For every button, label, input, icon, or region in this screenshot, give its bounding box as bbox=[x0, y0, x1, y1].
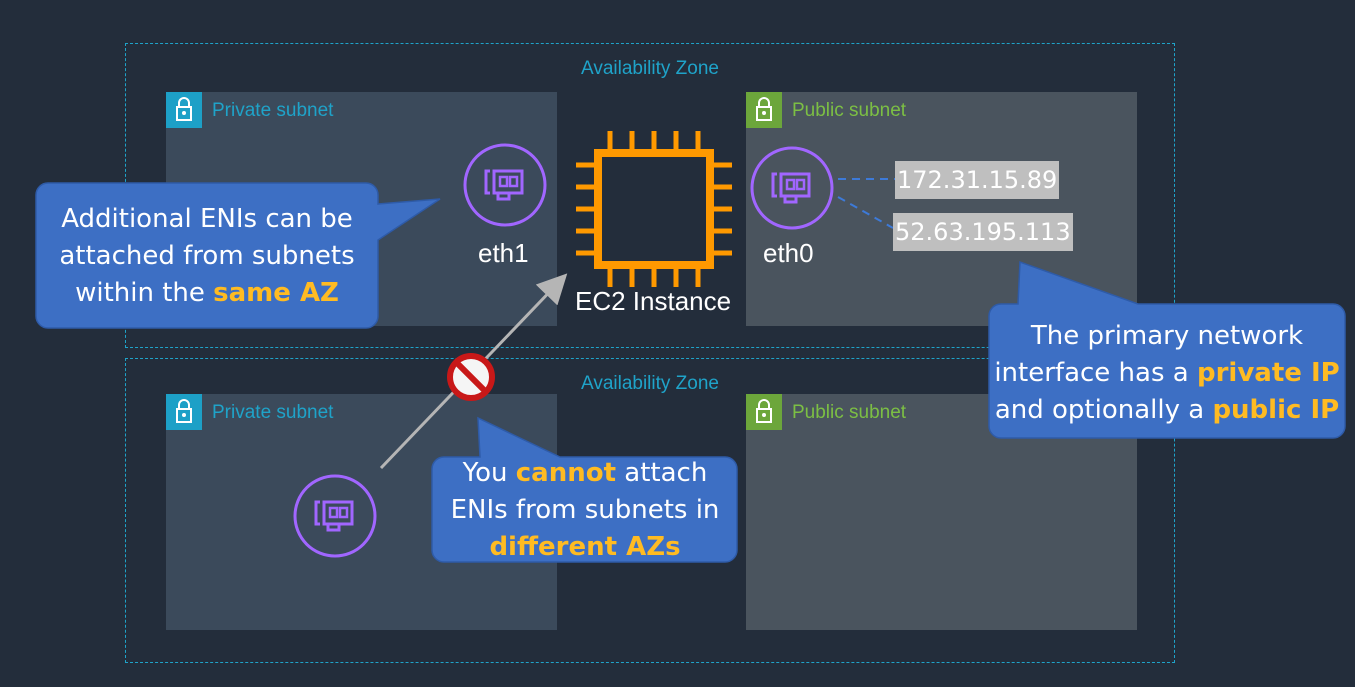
callout-text-part: attach bbox=[616, 458, 708, 488]
private-ip-address: 172.31.15.89 bbox=[895, 161, 1060, 199]
lock-icon bbox=[166, 394, 202, 430]
az-label-bottom: Availability Zone bbox=[580, 373, 719, 394]
callout-line: and optionally a public IP bbox=[990, 392, 1344, 429]
callout-line: within the same AZ bbox=[38, 275, 376, 312]
subnet-label: Private subnet bbox=[212, 100, 334, 121]
callout-text-part: within the bbox=[75, 278, 214, 308]
callout-highlight: public IP bbox=[1212, 395, 1340, 425]
callout-left-bubble bbox=[35, 182, 441, 329]
callout-line: interface has a private IP bbox=[990, 355, 1344, 392]
callout-right-bubble bbox=[988, 260, 1346, 439]
lock-icon bbox=[166, 92, 202, 128]
callout-line: attached from subnets bbox=[59, 241, 355, 271]
callout-line: different AZs bbox=[434, 529, 736, 566]
az-label-top: Availability Zone bbox=[580, 58, 719, 79]
callout-bottom-bubble bbox=[431, 416, 738, 563]
callout-line: You cannot attach bbox=[434, 455, 736, 492]
callout-line: ENIs from subnets in bbox=[450, 495, 720, 525]
ec2-chip-icon bbox=[576, 131, 732, 287]
public-ip-link bbox=[837, 196, 894, 229]
subnet-label: Private subnet bbox=[212, 402, 334, 423]
subnet-label: Public subnet bbox=[792, 100, 907, 121]
callout-highlight: private IP bbox=[1196, 358, 1340, 388]
eni-icon-eth0 bbox=[750, 146, 834, 230]
ec2-instance-label: EC2 Instance bbox=[575, 286, 732, 316]
callout-text-part: You bbox=[462, 458, 516, 488]
subnet-label: Public subnet bbox=[792, 402, 907, 423]
callout-right-text: The primary network interface has a priv… bbox=[990, 318, 1344, 429]
eni-icon-eth1 bbox=[463, 143, 547, 227]
public-ip-address: 52.63.195.113 bbox=[893, 213, 1073, 251]
lock-icon bbox=[746, 92, 782, 128]
eni-icon-unattached bbox=[293, 474, 377, 558]
callout-line: The primary network bbox=[1030, 321, 1304, 351]
callout-highlight: same AZ bbox=[213, 278, 339, 308]
callout-highlight: cannot bbox=[515, 458, 617, 488]
prohibited-icon bbox=[446, 352, 496, 402]
callout-line: Additional ENIs can be bbox=[61, 204, 353, 234]
callout-text-part: interface has a bbox=[994, 358, 1197, 388]
callout-left-text: Additional ENIs can be attached from sub… bbox=[38, 201, 376, 312]
callout-bottom-text: You cannot attach ENIs from subnets in d… bbox=[434, 455, 736, 566]
eth1-label: eth1 bbox=[478, 238, 529, 268]
callout-highlight: different AZs bbox=[489, 532, 681, 562]
availability-zone-bottom bbox=[125, 358, 1175, 663]
eth0-label: eth0 bbox=[763, 238, 814, 268]
lock-icon bbox=[746, 394, 782, 430]
callout-text-part: and optionally a bbox=[994, 395, 1213, 425]
